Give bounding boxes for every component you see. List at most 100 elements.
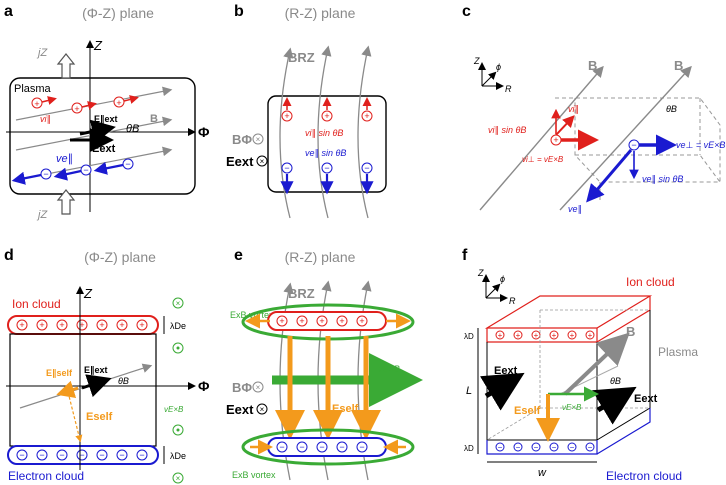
svg-text:+: + [552, 331, 557, 340]
electron-cloud-particles: − − − − − − − [16, 449, 148, 461]
svg-text:−: − [299, 442, 304, 452]
e-ext-right-label: Eext [634, 393, 658, 405]
panel-f: f Z ϕ R Ion cloud + + + + + + [462, 247, 698, 483]
svg-text:×: × [256, 135, 261, 144]
panel-d-letter: d [4, 247, 14, 264]
theta-label: θB [118, 376, 129, 386]
svg-text:−: − [119, 450, 124, 460]
lambda-top-label: λD [464, 332, 474, 341]
panel-c-letter: c [462, 3, 471, 20]
plasma-box [9, 77, 196, 195]
svg-text:+: + [299, 316, 304, 326]
panel-c: c Z ϕ R B B θB + vi∥ vi∥ sin θB vi⊥ = vE… [462, 3, 725, 214]
svg-text:×: × [256, 383, 261, 392]
ion-particles: + + + [31, 95, 139, 114]
lambda-top-label: λDe [170, 321, 186, 331]
e-ext-parallel-label: E∥ext [94, 114, 118, 124]
svg-text:+: + [284, 111, 289, 121]
phi-label: ϕ [496, 62, 501, 72]
electron-slab-particles: − − − − − − [495, 442, 595, 452]
e-ext-label: Eext [92, 143, 116, 155]
svg-text:+: + [279, 316, 284, 326]
plasma-label: Plasma [14, 83, 52, 95]
lambda-bottom-label: λDe [170, 451, 186, 461]
ve-parallel-arrow [586, 149, 633, 203]
electron-cloud-slab [486, 408, 651, 455]
e-ext-parallel-label: E∥ext [84, 365, 108, 375]
b-field-line-1 [479, 65, 604, 211]
ion-row: + + + [281, 97, 373, 122]
svg-text:−: − [83, 165, 88, 175]
b1-label: B [588, 58, 597, 73]
panel-d-plane-title: (Φ-Z) plane [84, 249, 156, 265]
svg-text:−: − [319, 442, 324, 452]
svg-text:−: − [99, 450, 104, 460]
b2-label: B [674, 58, 683, 73]
jz-bottom-label: jZ [36, 209, 48, 221]
eext-label: Eext [226, 402, 254, 417]
jz-bottom-arrow-icon [56, 189, 76, 215]
svg-text:−: − [534, 443, 539, 452]
vi-sin-label: vi∥ sin θB [488, 125, 526, 135]
ve-label: ve∥ [56, 153, 73, 165]
phi-label: ϕ [500, 274, 505, 284]
ve-perp-label: ve⊥ = vE×B [676, 140, 725, 150]
bphi-label: BΦ [232, 380, 252, 395]
phi-axis [485, 283, 501, 299]
svg-text:×: × [260, 157, 265, 166]
b-label: B [626, 324, 635, 339]
svg-text:×: × [176, 299, 181, 308]
theta-label: θB [666, 104, 677, 114]
panel-e-plane-title: (R-Z) plane [285, 249, 356, 265]
jz-top-label: jZ [36, 47, 48, 59]
e-self-arrow [67, 391, 83, 443]
lambda-bottom-label: λD [464, 444, 474, 453]
svg-text:−: − [324, 163, 329, 173]
ion-layer-particles: + + + + + [276, 315, 368, 327]
z-axis-label: Z [83, 286, 93, 301]
svg-text:+: + [19, 320, 24, 330]
brz-field-line-3 [357, 45, 372, 219]
svg-text:+: + [359, 316, 364, 326]
panel-a-plane-title: (Φ-Z) plane [82, 5, 154, 21]
r-label: R [509, 296, 516, 306]
z-label: Z [473, 56, 480, 66]
svg-text:−: − [570, 443, 575, 452]
panel-d: d (Φ-Z) plane Ion cloud + + + + + + + − … [4, 247, 210, 484]
phi-axis-label: Φ [198, 124, 210, 140]
brz-label: BRZ [288, 286, 315, 301]
ion-cloud-particles: + + + + + + + [16, 319, 148, 331]
z-label: Z [477, 268, 484, 278]
e-self-label: Eself [86, 411, 113, 423]
bphi-into-page-icon [252, 381, 264, 393]
svg-text:+: + [99, 320, 104, 330]
svg-text:−: − [279, 442, 284, 452]
electron-cloud-label: Electron cloud [606, 469, 682, 483]
svg-text:+: + [324, 111, 329, 121]
v-exb-label: vE×B [378, 364, 400, 374]
svg-text:+: + [534, 331, 539, 340]
electron-layer-particles: − − − − − [276, 441, 368, 453]
brz-field-line-1 [279, 47, 294, 219]
svg-text:+: + [116, 98, 121, 108]
svg-text:+: + [319, 316, 324, 326]
panel-e-letter: e [234, 247, 243, 264]
vi-label: vi∥ [40, 114, 51, 124]
bphi-label: BΦ [232, 132, 252, 147]
svg-text:+: + [570, 331, 575, 340]
svg-text:+: + [34, 99, 39, 109]
plasma-region [9, 333, 157, 447]
svg-text:−: − [516, 443, 521, 452]
svg-text:×: × [176, 474, 181, 483]
svg-text:−: − [498, 443, 503, 452]
svg-text:−: − [339, 442, 344, 452]
eext-into-page-icon [256, 403, 268, 415]
e-ext-left-label: Eext [494, 365, 518, 377]
vortex-bottom-label: ExB vortex [232, 470, 276, 480]
e-ext-arrow-left [479, 372, 525, 411]
svg-text:+: + [516, 331, 521, 340]
eext-into-page-icon [256, 155, 268, 167]
ion-cloud-label: Ion cloud [12, 297, 61, 311]
ve-parallel-label: ve∥ [568, 204, 582, 214]
svg-text:−: − [552, 443, 557, 452]
